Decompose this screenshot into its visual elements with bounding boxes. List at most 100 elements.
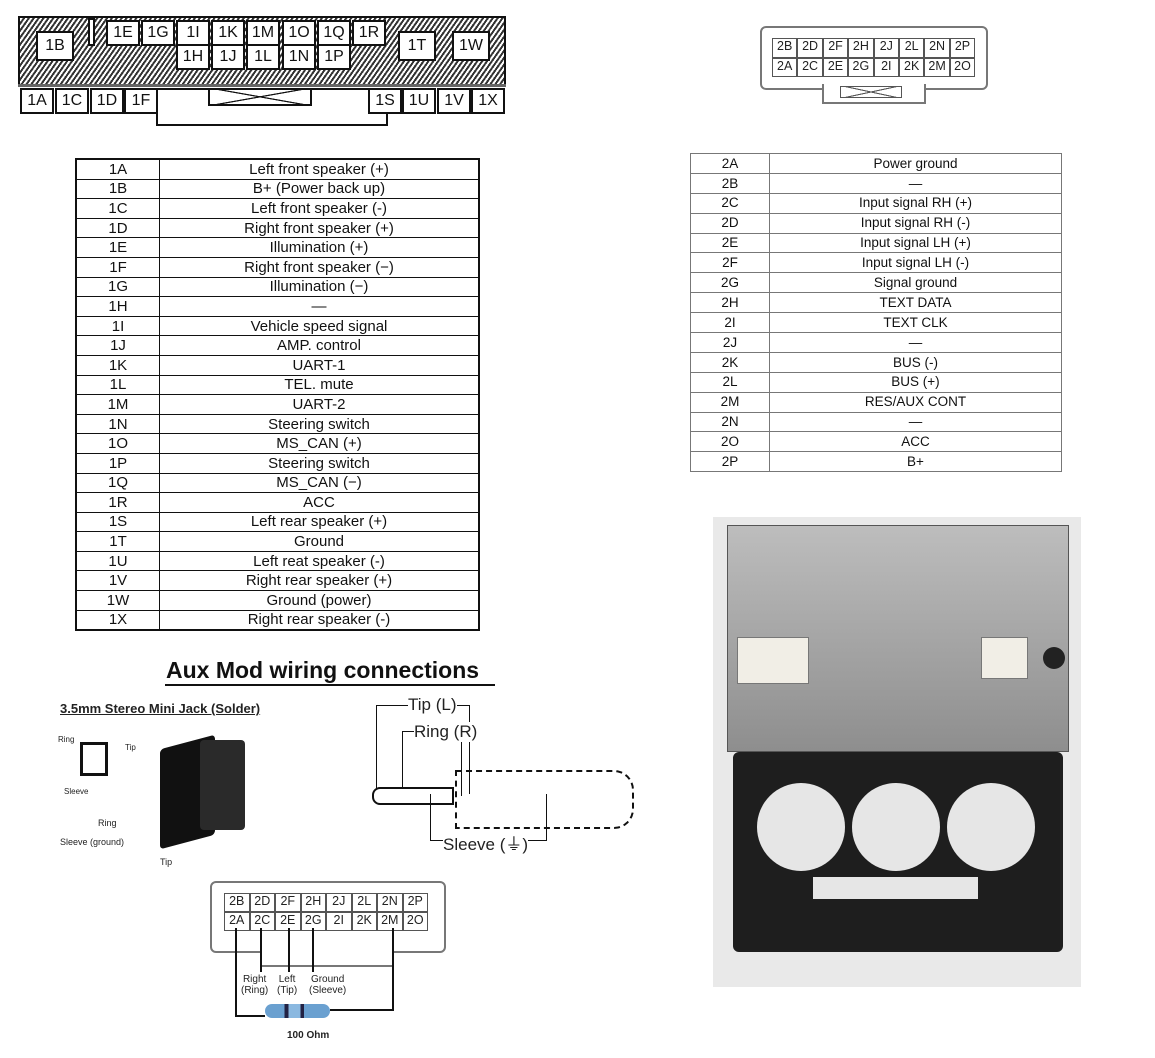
harness-socket-right [981,637,1028,679]
pin-function: Illumination (+) [159,237,480,258]
connector-2-pin: 2K [899,57,925,77]
connector-2-pin: 2A [772,57,798,77]
connector-1-pin: 1J [211,44,245,70]
connector-2-pin: 2L [899,38,925,58]
connector-2-pin: 2C [797,57,823,77]
pin-function: — [159,296,480,317]
pin-id: 2I [690,312,770,334]
pin-id: 2G [690,272,770,294]
resistor-icon [265,1004,330,1018]
pin-function: B+ (Power back up) [159,178,480,200]
pin-function: Steering switch [159,413,480,435]
radio-unit-photo [713,517,1081,987]
wire-2e [288,928,290,972]
wire-right-label: Right(Ring) [241,974,268,996]
connector-1-pin: 1G [141,20,175,46]
pin-function: TEXT CLK [769,312,1062,334]
connector-1-pin: 1M [246,20,280,46]
pin-id: 1A [75,158,160,180]
aux-connector-pin: 2N [377,893,403,912]
pin-function: RES/AUX CONT [769,391,1062,413]
pin-id: 2B [690,172,770,194]
pin-function: Steering switch [159,452,480,474]
pin-function: Power ground [769,153,1062,174]
connector-1-pin: 1K [211,20,245,46]
aux-connector-pin: 2D [249,893,275,912]
pin-function: AMP. control [159,335,480,356]
aux-connector-pin: 2M [377,912,403,931]
table-row: 1H— [75,296,480,317]
pin-function: Input signal RH (+) [769,192,1062,214]
pin-function: B+ [769,451,1062,473]
aux-connector-pin: 2A [224,912,250,931]
pin-id: 1I [75,315,160,337]
vent-hole-2 [852,783,940,871]
pin-id: 1P [75,452,160,474]
pin-function: UART-2 [159,394,480,415]
connector-1-pin: 1H [176,44,210,70]
pin-id: 1B [75,178,160,200]
pin-function: BUS (-) [769,351,1062,373]
pin-id: 1D [75,217,160,239]
resistor-label: 100 Ohm [287,1030,330,1041]
connector-1-pin: 1R [352,20,386,46]
connector-1-pin: 1O [282,20,316,46]
jack-tip-label: Tip [160,857,173,867]
wire-left-label: Left(Tip) [277,974,297,996]
connector-2-pin: 2E [822,57,849,77]
wire-left-sub: (Tip) [277,985,298,996]
aux-connector-pin: 2E [275,912,301,931]
aux-connector-pin: 2H [300,893,326,912]
aux-connector-pin: 2C [249,912,275,931]
pin-id: 2K [690,351,770,373]
aux-connector-pin: 2J [326,893,352,912]
connector-2-pin: 2H [848,38,874,58]
pin-function: Ground [159,531,480,552]
pin-function: BUS (+) [769,371,1062,393]
pin-id: 2P [690,451,770,473]
connector-1-pin: 1Q [317,20,351,46]
wire-ground-label: Ground(Sleeve) [309,974,346,996]
connector-1-pin: 1N [282,44,316,70]
pin-id: 2M [690,391,770,413]
pin-id: 1S [75,511,160,533]
pin-id: 1V [75,570,160,592]
connector-2-pin: 2F [822,38,849,58]
connector-1-pin: 1S [368,88,402,114]
pin-id: 1E [75,237,160,258]
pin-id: 2O [690,431,770,453]
connector-1-pin: 1B [36,31,74,61]
pin-function: Vehicle speed signal [159,315,480,337]
connector-2-pin: 2J [873,38,899,58]
pin-function: UART-1 [159,354,480,376]
mini-jack-schematic [80,742,108,776]
pin-function: Left rear speaker (+) [159,511,480,533]
pin-function: TEXT DATA [769,292,1062,314]
pin-function: Input signal LH (-) [769,252,1062,274]
wire-2m [392,928,394,1010]
connector-1-pin: 1X [471,88,505,114]
antenna-socket [1043,647,1065,669]
aux-connector-pin: 2G [300,912,326,931]
connector-1-pin: 1U [402,88,436,114]
connector-1-pin: 1F [124,88,158,114]
